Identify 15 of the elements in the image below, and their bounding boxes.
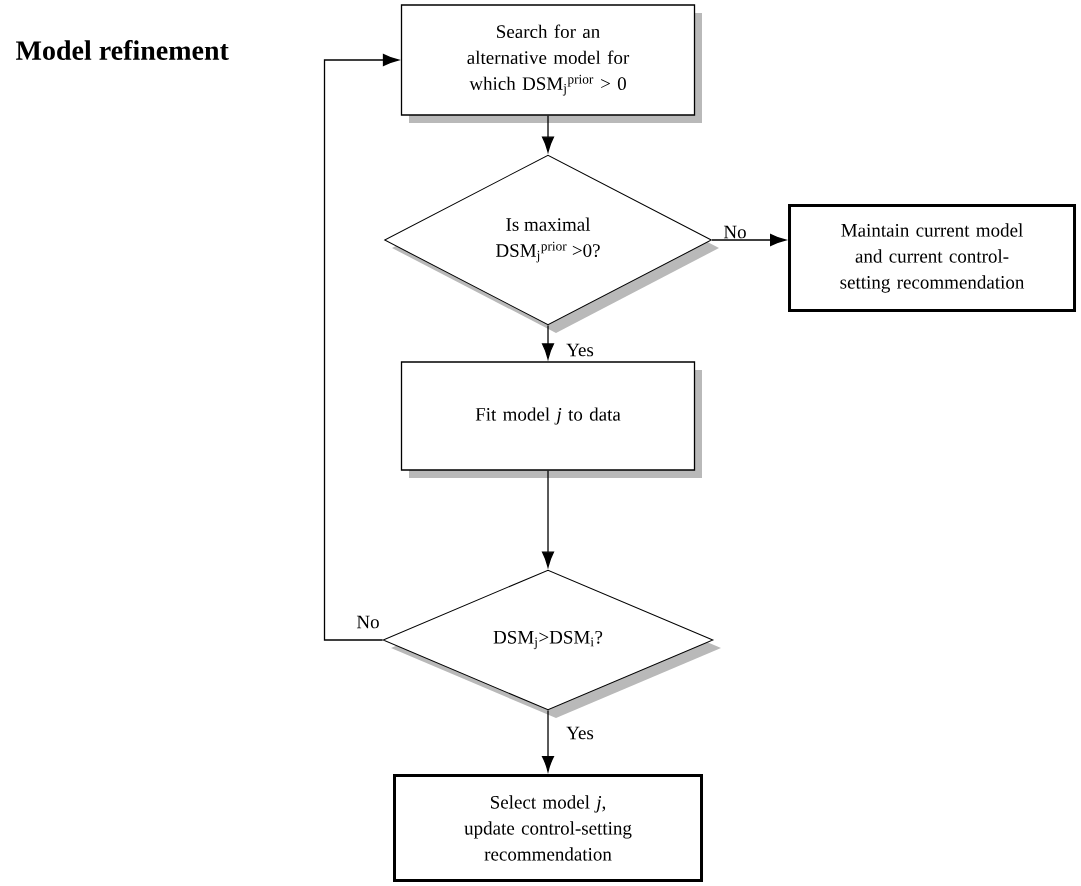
arrow bbox=[541, 470, 555, 568]
edge-label: Yes bbox=[566, 726, 594, 740]
arrow bbox=[541, 115, 555, 153]
terminal-box: Select model j, update control-setting recommendation bbox=[393, 774, 703, 882]
edge-label: No bbox=[723, 225, 746, 239]
arrow bbox=[541, 709, 555, 772]
edge-label: Yes bbox=[566, 343, 594, 357]
process-box: Fit model j to data bbox=[400, 361, 702, 478]
arrow bbox=[541, 324, 555, 360]
process-box: Search for an alternative model for which DSM$_{j}$$^{prior}$ > 0 bbox=[400, 4, 702, 123]
terminal-box: Maintain current model and current control-setting recommendation bbox=[788, 204, 1076, 312]
arrow bbox=[323, 53, 399, 641]
edge-label: No bbox=[356, 615, 379, 629]
arrow bbox=[711, 233, 786, 247]
title: Model refinement bbox=[16, 40, 229, 60]
